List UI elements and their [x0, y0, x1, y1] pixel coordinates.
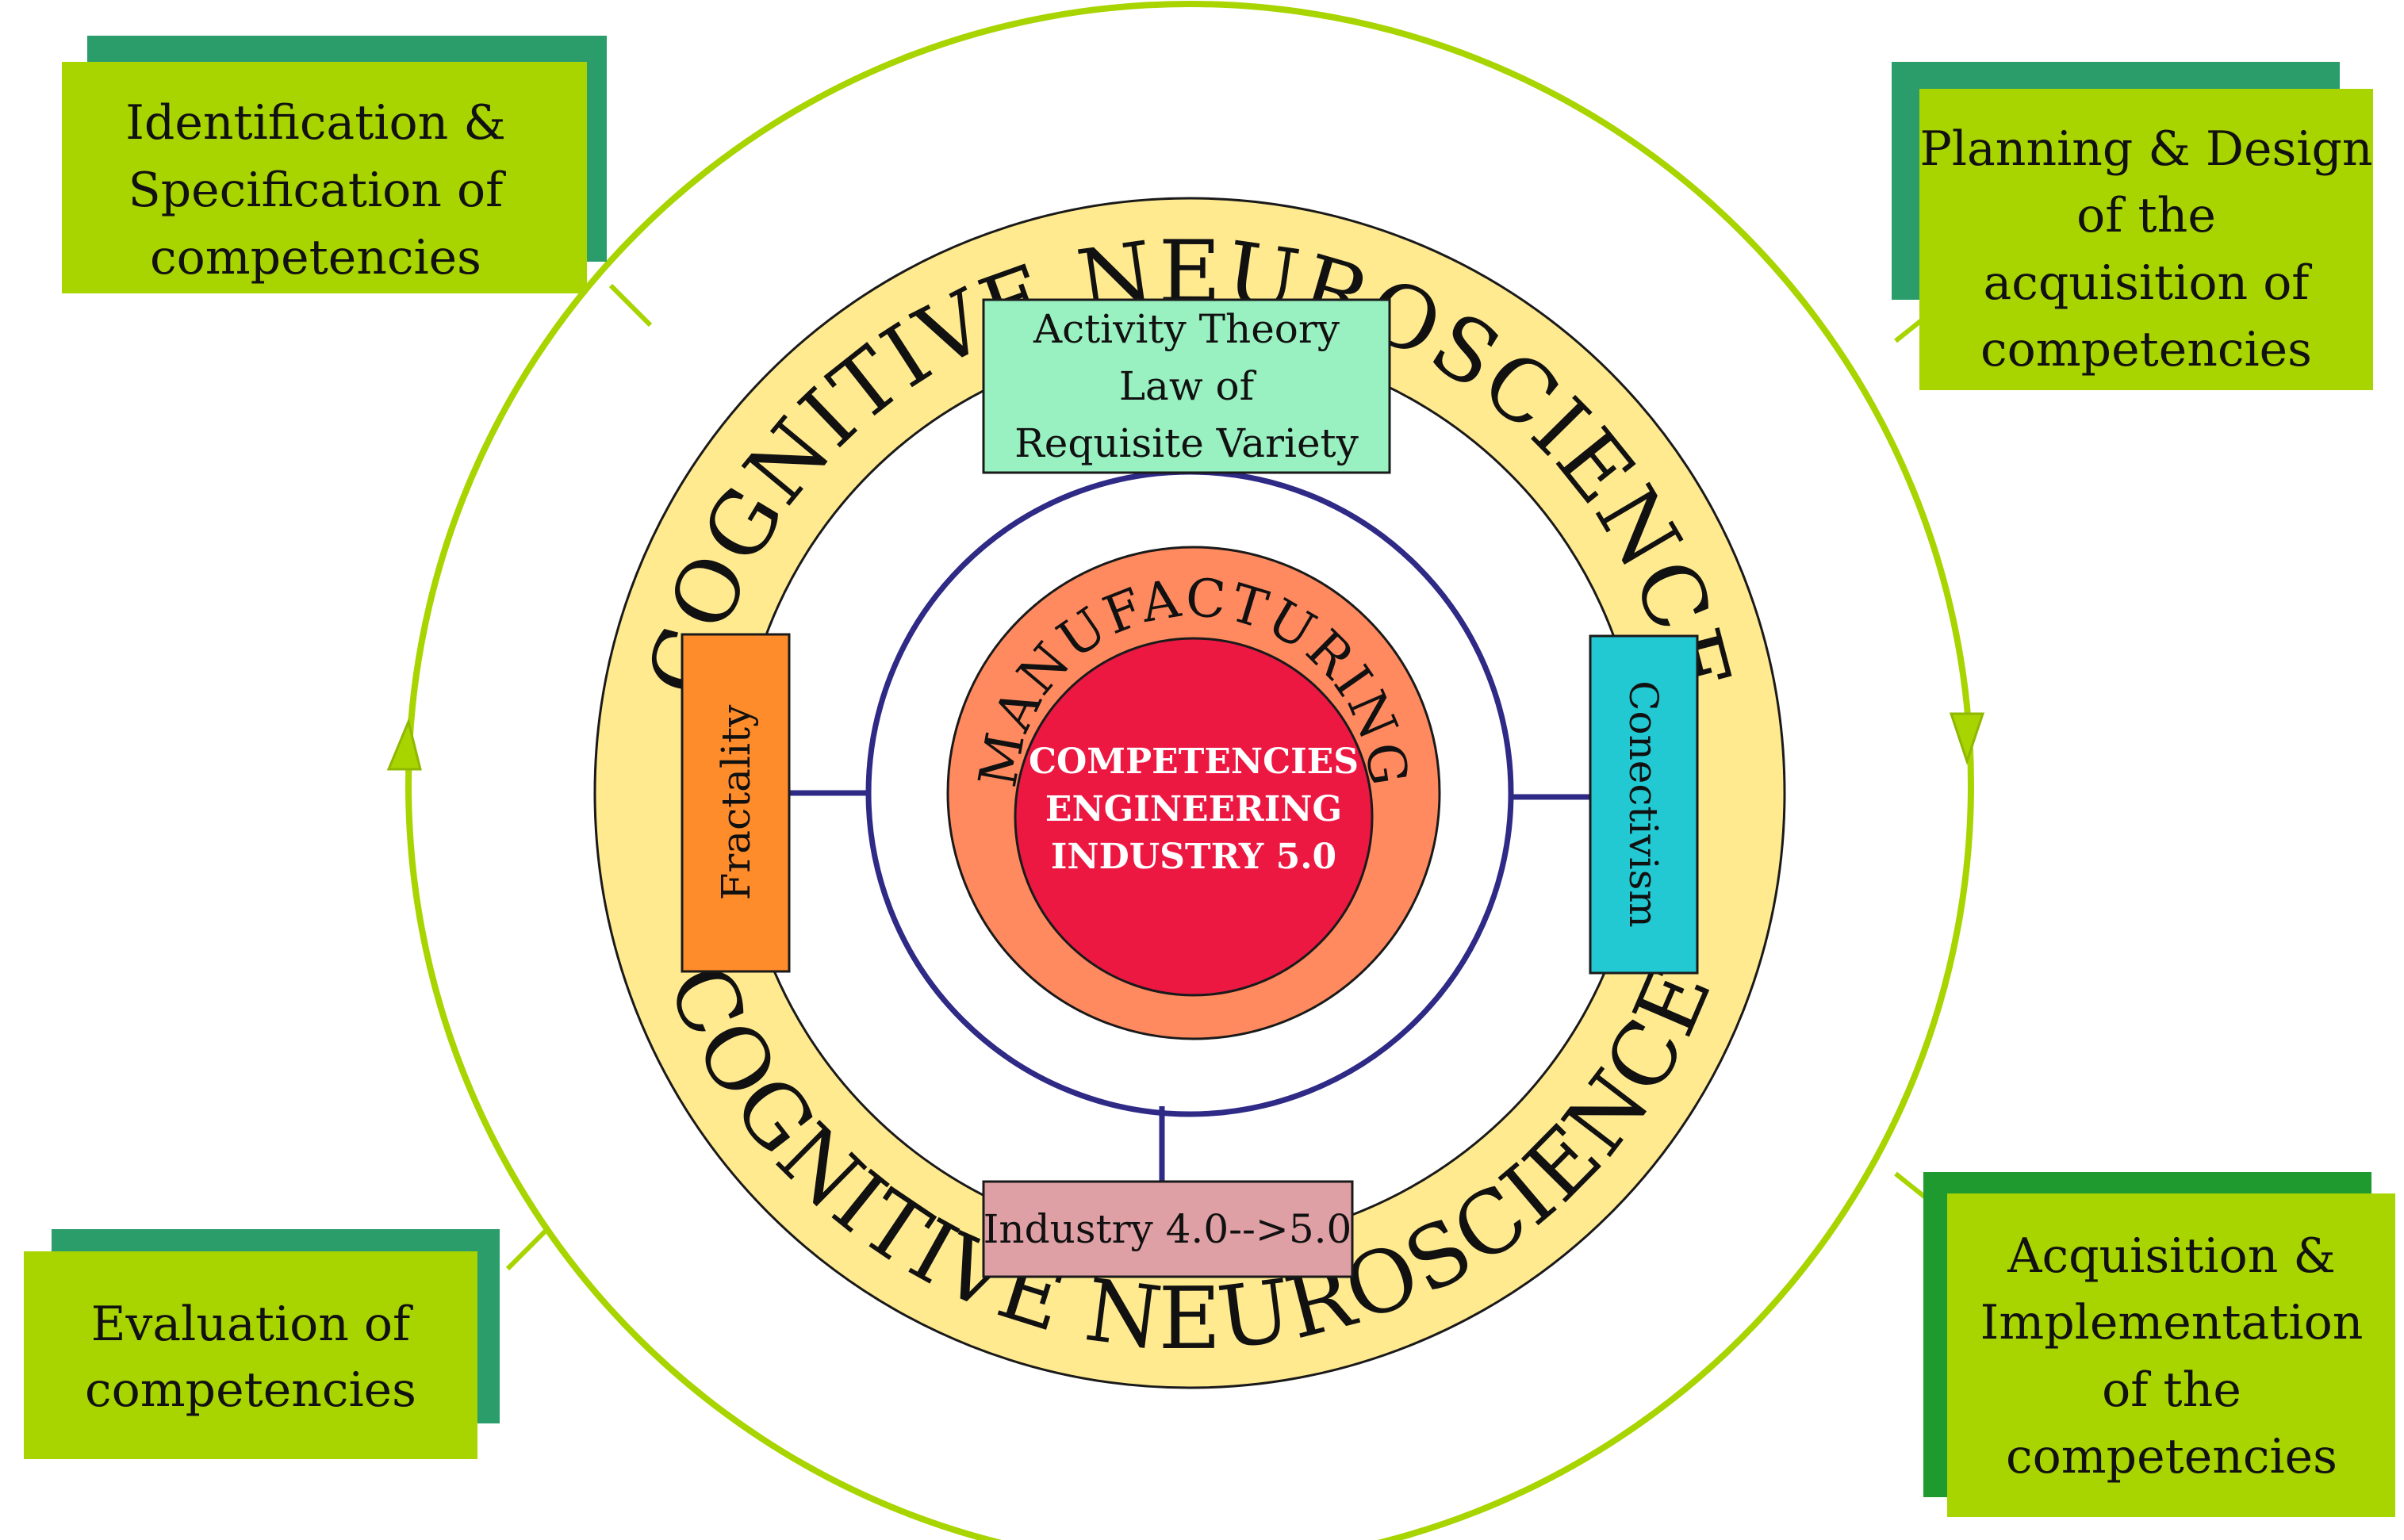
evaluation-line-2: competencies	[85, 1362, 416, 1418]
activity-line-1: Activity Theory	[1033, 306, 1340, 352]
evaluation-line-1: Evaluation of	[91, 1297, 413, 1352]
connector-top-left	[608, 283, 653, 328]
cycle-arrow-left	[386, 718, 422, 771]
cognitive-neuroscience-ring	[595, 198, 1785, 1388]
identification-line-1: Identification &	[125, 95, 506, 151]
core-line-1: COMPETENCIES	[1029, 741, 1359, 782]
phase-box-planning: Planning & Design of the acquisition of …	[1892, 62, 2373, 390]
planning-line-4: competencies	[1980, 322, 2312, 377]
activity-line-2: Law of	[1119, 363, 1257, 409]
cycle-ring	[405, 1, 1974, 1540]
acquisition-line-1: Acquisition &	[2007, 1228, 2336, 1284]
theory-box-industry: Industry 4.0-->5.0	[982, 1180, 1354, 1278]
theory-box-conectivism: Conectivism	[1589, 634, 1699, 975]
core-competencies	[1014, 637, 1374, 997]
ring-outer-border	[593, 197, 1786, 1389]
cycle-arrow-right	[1949, 712, 1985, 765]
conectivism-label: Conectivism	[1620, 680, 1666, 928]
industry-label: Industry 4.0-->5.0	[983, 1206, 1352, 1252]
planning-line-3: acquisition of	[1983, 255, 2312, 311]
phase-box-acquisition: Acquisition & Implementation of the comp…	[1923, 1172, 2395, 1517]
identification-line-2: Specification of	[128, 163, 506, 218]
theory-box-fractality: Fractality	[681, 633, 791, 973]
core-line-3: INDUSTRY 5.0	[1051, 837, 1336, 877]
connector-bottom-left	[505, 1227, 550, 1271]
acquisition-line-4: competencies	[2006, 1429, 2337, 1484]
phase-box-identification: Identification & Specification of compet…	[62, 36, 607, 293]
identification-line-3: competencies	[150, 230, 481, 285]
phase-box-evaluation: Evaluation of competencies	[24, 1229, 500, 1459]
fractality-label: Fractality	[713, 704, 759, 900]
activity-line-3: Requisite Variety	[1014, 420, 1359, 466]
acquisition-line-3: of the	[2102, 1362, 2241, 1418]
planning-line-1: Planning & Design	[1919, 121, 2372, 177]
theory-box-activity: Activity Theory Law of Requisite Variety	[982, 298, 1391, 474]
planning-line-2: of the	[2076, 188, 2216, 243]
core-line-2: ENGINEERING	[1045, 789, 1342, 829]
acquisition-line-2: Implementation	[1980, 1295, 2364, 1350]
